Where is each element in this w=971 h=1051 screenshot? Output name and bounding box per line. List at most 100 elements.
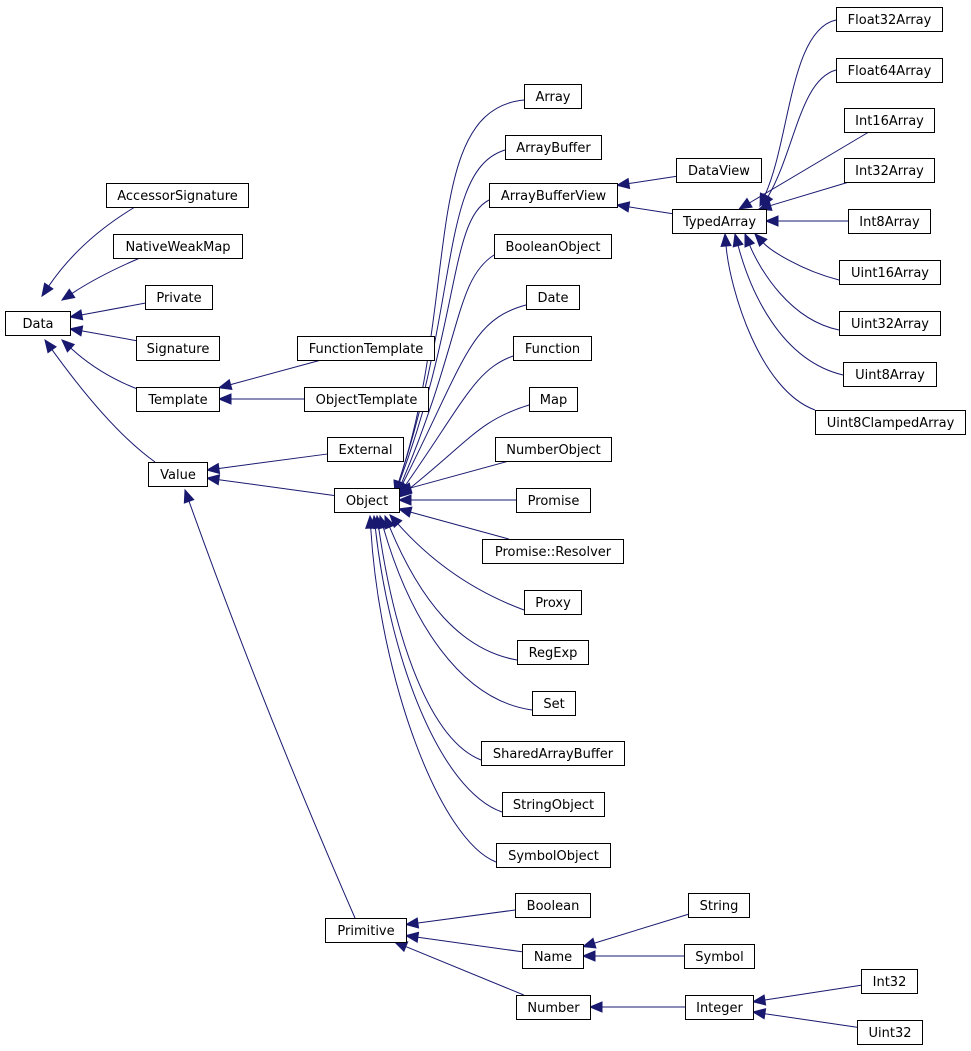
class-node-int8array[interactable]: Int8Array [848,209,931,234]
class-node-booleanobject[interactable]: BooleanObject [494,234,612,259]
class-node-uint32array[interactable]: Uint32Array [839,311,941,336]
node-box[interactable] [136,336,220,361]
node-box[interactable] [524,590,582,615]
node-box[interactable] [839,260,941,285]
node-box[interactable] [515,893,591,918]
arrowhead-Uint32-to-Integer [751,1008,767,1020]
node-box[interactable] [836,58,943,83]
class-node-float64array[interactable]: Float64Array [836,58,943,83]
node-box[interactable] [334,488,400,513]
class-node-date[interactable]: Date [526,285,580,310]
class-node-arraybufferview[interactable]: ArrayBufferView [489,183,618,208]
class-node-boolean[interactable]: Boolean [515,893,591,918]
class-node-uint8clampedarray[interactable]: Uint8ClampedArray [815,410,966,435]
node-box[interactable] [517,640,589,665]
class-node-uint8array[interactable]: Uint8Array [843,362,937,387]
class-node-string[interactable]: String [688,893,750,918]
class-node-int32array[interactable]: Int32Array [844,158,935,183]
class-node-signature[interactable]: Signature [136,336,220,361]
node-box[interactable] [688,893,750,918]
node-box[interactable] [5,311,71,336]
class-node-private[interactable]: Private [145,285,213,310]
node-box[interactable] [304,387,429,412]
class-node-uint32[interactable]: Uint32 [857,1020,923,1045]
node-box[interactable] [325,918,407,943]
node-box[interactable] [524,84,582,109]
class-node-objecttemplate[interactable]: ObjectTemplate [304,387,429,412]
node-box[interactable] [844,108,935,133]
node-box[interactable] [145,285,213,310]
node-box[interactable] [522,944,584,969]
node-box[interactable] [496,843,611,868]
node-box[interactable] [861,969,918,994]
node-box[interactable] [505,135,602,160]
class-node-function[interactable]: Function [513,336,592,361]
node-label: External [339,443,393,458]
node-box[interactable] [844,158,935,183]
node-box[interactable] [843,362,937,387]
class-node-data[interactable]: Data [5,311,71,336]
class-node-arraybuffer[interactable]: ArrayBuffer [505,135,602,160]
class-node-int16array[interactable]: Int16Array [844,108,935,133]
class-node-functiontemplate[interactable]: FunctionTemplate [297,336,435,361]
node-box[interactable] [672,209,767,234]
node-box[interactable] [136,387,220,412]
class-node-dataview[interactable]: DataView [676,158,762,183]
class-node-uint16array[interactable]: Uint16Array [839,260,941,285]
node-box[interactable] [684,944,755,969]
node-box[interactable] [148,462,208,487]
class-node-promise[interactable]: Promise [516,488,591,513]
class-node-map[interactable]: Map [529,387,578,412]
class-node-set[interactable]: Set [532,691,576,716]
node-label: Proxy [535,596,571,611]
node-box[interactable] [327,437,404,462]
class-node-stringobject[interactable]: StringObject [502,792,605,817]
node-box[interactable] [685,995,754,1020]
node-box[interactable] [482,539,624,564]
class-node-sharedarraybuffer[interactable]: SharedArrayBuffer [481,741,625,766]
node-box[interactable] [532,691,576,716]
node-box[interactable] [502,792,605,817]
class-node-primitive[interactable]: Primitive [325,918,407,943]
node-box[interactable] [513,336,592,361]
node-box[interactable] [516,488,591,513]
class-node-value[interactable]: Value [148,462,208,487]
class-node-accessorsignature[interactable]: AccessorSignature [106,183,249,208]
node-box[interactable] [857,1020,923,1045]
class-node-symbol[interactable]: Symbol [684,944,755,969]
node-box[interactable] [848,209,931,234]
node-box[interactable] [494,234,612,259]
class-node-promiseresolver[interactable]: Promise::Resolver [482,539,624,564]
class-node-proxy[interactable]: Proxy [524,590,582,615]
class-node-nativeweakmap[interactable]: NativeWeakMap [113,234,243,259]
class-node-typedarray[interactable]: TypedArray [672,209,767,234]
node-box[interactable] [526,285,580,310]
class-node-numberobject[interactable]: NumberObject [495,437,612,462]
class-node-integer[interactable]: Integer [685,995,754,1020]
class-node-object[interactable]: Object [334,488,400,513]
node-label: Template [147,393,207,408]
class-node-regexp[interactable]: RegExp [517,640,589,665]
node-label: Int32Array [855,164,924,179]
node-box[interactable] [836,7,943,32]
class-node-number[interactable]: Number [516,995,591,1020]
class-node-name[interactable]: Name [522,944,584,969]
class-node-template[interactable]: Template [136,387,220,412]
node-box[interactable] [516,995,591,1020]
class-node-external[interactable]: External [327,437,404,462]
node-label: Int32 [873,975,907,990]
node-box[interactable] [815,410,966,435]
class-node-int32[interactable]: Int32 [861,969,918,994]
node-box[interactable] [297,336,435,361]
node-box[interactable] [106,183,249,208]
node-box[interactable] [113,234,243,259]
class-node-float32array[interactable]: Float32Array [836,7,943,32]
node-box[interactable] [481,741,625,766]
class-node-symbolobject[interactable]: SymbolObject [496,843,611,868]
node-box[interactable] [489,183,618,208]
node-box[interactable] [839,311,941,336]
node-box[interactable] [529,387,578,412]
node-box[interactable] [495,437,612,462]
node-box[interactable] [676,158,762,183]
class-node-array[interactable]: Array [524,84,582,109]
